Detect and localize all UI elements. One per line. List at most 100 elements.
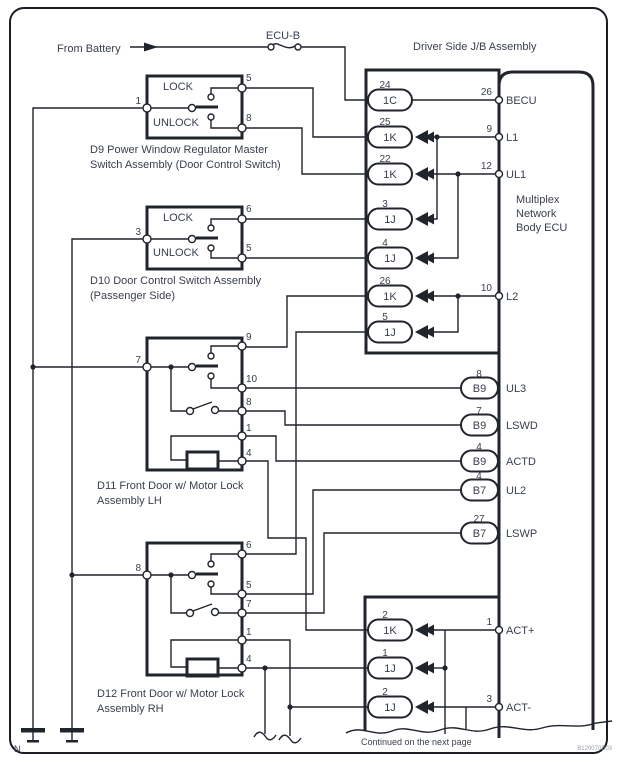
ecu-pin-number: 10 (481, 283, 493, 294)
d11-pin-8-number: 8 (246, 397, 252, 408)
continued-note: Continued on the next page (361, 737, 472, 747)
d11-pin-9 (237, 341, 247, 351)
ecu-pin-label: UL1 (506, 169, 526, 181)
connector-code: B9 (473, 420, 486, 432)
connector-pin-number: 26 (379, 276, 391, 287)
ecu-pin-number: 9 (486, 124, 492, 135)
connector-1j2 (367, 695, 413, 719)
connector-code: 1K (383, 625, 397, 637)
junction-dots (30, 134, 461, 710)
d10-lock-contact (207, 224, 215, 232)
ecu-pin-becu (494, 95, 504, 105)
d10-pin-5 (237, 253, 247, 263)
d12-pin-4-number: 4 (246, 654, 252, 665)
d12-pin-7 (237, 608, 247, 618)
wire-l1-branch-1j3 (433, 137, 438, 220)
connector-1j5 (367, 320, 413, 344)
jb-bottom-connectors: 2 1K 1 1J 2 1J (367, 610, 434, 719)
page-break-wave (345, 720, 613, 734)
connector-pin-number: 7 (476, 406, 482, 417)
d9-pin-5 (237, 83, 247, 93)
d9-unlock-contact (207, 113, 215, 121)
d12-knife-contact-left (185, 608, 195, 618)
d11-knife-blade (192, 401, 213, 410)
connector-b7-ul2 (460, 478, 499, 502)
wire-break-icon (278, 734, 302, 744)
ecu-pin-label: BECU (506, 95, 537, 107)
d9-caption-line2: Switch Assembly (Door Control Switch) (90, 159, 281, 171)
d10-pin-3 (142, 234, 152, 244)
fuse-terminal-right (294, 43, 302, 51)
d11-knife-contact-right (210, 405, 220, 415)
d10-caption-line1: D10 Door Control Switch Assembly (90, 275, 262, 287)
d10-pin-3-number: 3 (135, 227, 141, 238)
connector-b9-actd (460, 449, 499, 473)
d12-lock-lead (210, 553, 238, 561)
page-marker: N (14, 744, 21, 754)
wire-l2-branch-1j5 (433, 296, 459, 333)
d11-knife-contact-left (185, 406, 195, 416)
continuation: Continued on the next page (253, 720, 613, 747)
flow-arrow-icon (144, 42, 158, 52)
fuse-element-icon (272, 43, 296, 49)
connector-b9-ul3 (460, 376, 499, 400)
signal-arrow-icon (415, 661, 434, 675)
connector-pin-number: 4 (476, 442, 482, 453)
connector-code: 1K (383, 291, 397, 303)
ecu-pin-number: 3 (486, 694, 492, 705)
d11-motor-lead-left (170, 435, 238, 461)
d11-pole-contact (187, 362, 197, 372)
d12-pin-7-number: 7 (246, 599, 252, 610)
d10-unlock-contact (207, 244, 215, 252)
d11-caption-line1: D11 Front Door w/ Motor Lock (97, 480, 244, 492)
signal-arrow-icon (415, 130, 434, 144)
ecu-signal-label: ACTD (506, 456, 536, 468)
wire-d11-8-lswd (242, 410, 461, 426)
d9-pole-contact (187, 103, 197, 113)
ecu-edge-connectors: 8 B9 UL3 7 B9 LSWD 4 B9 ACTD 4 B7 UL2 27… (460, 369, 538, 545)
component-d12: 8 6 5 7 1 4 D12 Front Door w/ Motor Lock… (97, 540, 252, 715)
d10-unlock-lead (210, 251, 238, 259)
d12-caption-line2: Assembly RH (97, 703, 164, 715)
d12-pole-contact (187, 570, 197, 580)
d11-pin-10-number: 10 (246, 374, 258, 385)
d11-pin-1 (237, 431, 247, 441)
signal-arrow-icon (415, 325, 434, 339)
component-d9: LOCK UNLOCK 1 5 8 D9 Power Window Regula… (90, 73, 281, 171)
d10-pole-contact (187, 234, 197, 244)
connector-code: 1J (384, 214, 396, 226)
connector-code: 1J (384, 253, 396, 265)
connector-code: B7 (473, 528, 486, 540)
ecu-pin-act-minus (494, 702, 504, 712)
component-d11: 7 9 10 8 1 4 D11 Front Door w/ Motor Loc… (97, 332, 258, 507)
d9-lock-contact (207, 93, 215, 101)
d11-unlock-contact (207, 372, 215, 380)
d11-pin-9-number: 9 (246, 332, 252, 343)
ecu-pin-number: 1 (486, 617, 492, 628)
d10-unlock-label: UNLOCK (153, 247, 200, 259)
connector-1k26 (367, 284, 413, 308)
wire-d10-3-ground (71, 238, 146, 728)
ecu-signal-label: LSWP (506, 528, 537, 540)
wire-d12-1-continued (242, 639, 291, 736)
connector-code: 1J (384, 327, 396, 339)
ecu-name-line3: Body ECU (516, 222, 567, 234)
connector-b7-lswp (460, 521, 499, 545)
connector-1k2 (367, 618, 413, 642)
connector-pin-number: 5 (382, 312, 388, 323)
d12-lock-contact (207, 560, 215, 568)
signal-arrow-icon (415, 251, 434, 265)
d12-pin-6 (237, 549, 247, 559)
wire-1k26-to-d11-9 (242, 295, 368, 348)
d9-unlock-label: UNLOCK (153, 117, 200, 129)
d12-knife-contact-right (210, 607, 220, 617)
connector-code: 1K (383, 169, 397, 181)
ecu-pin-l2 (494, 291, 504, 301)
connector-1j1 (367, 656, 413, 680)
d11-pin-4-number: 4 (246, 448, 252, 459)
ecu-pin-act-plus (494, 625, 504, 635)
jb-top-connectors: 24 1C 25 1K 22 1K 3 1J 4 1J 26 1K 5 1J (367, 80, 434, 344)
wire-d9-8-to-1k22 (242, 127, 368, 175)
